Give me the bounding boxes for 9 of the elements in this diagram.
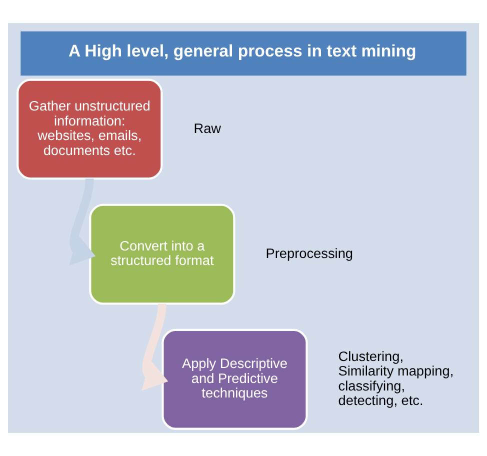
arrow xyxy=(69,178,96,266)
node-box: Gather unstructured information: websites, emails, documents etc. xyxy=(16,78,163,180)
node-label: Preprocessing xyxy=(266,246,354,261)
node-label: Clustering, Similarity mapping, classifying, detecting, etc. xyxy=(338,348,454,408)
node-label: Raw xyxy=(194,120,222,136)
node-box: Convert into a structured format xyxy=(89,204,236,305)
arrow xyxy=(142,303,168,391)
node-box: Apply Descriptive and Predictive techniques xyxy=(162,328,308,430)
diagram-title: A High level, general process in text mining xyxy=(68,41,416,60)
